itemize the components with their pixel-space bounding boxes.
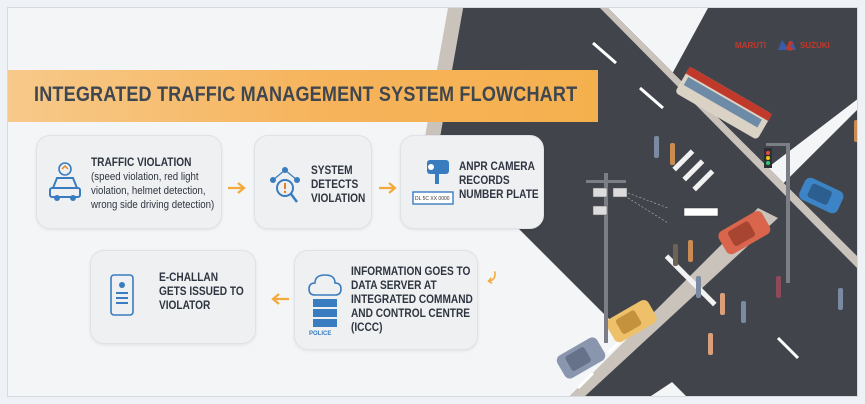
title-banner bbox=[8, 70, 598, 122]
sidewalk-2 bbox=[600, 8, 857, 268]
step-4-heading: INFORMATION GOES TO DATA SERVER AT INTEG… bbox=[351, 266, 473, 334]
sign-board bbox=[683, 207, 719, 217]
infographic-canvas: INTEGRATED TRAFFIC MANAGEMENT SYSTEM FLO… bbox=[7, 7, 858, 397]
traffic-light-pole bbox=[764, 143, 790, 283]
step-card-data-server: POLICE INFORMATION GOES TO DATA SERVER A… bbox=[294, 250, 478, 350]
camera-plate-icon bbox=[412, 160, 454, 205]
step-3-heading: ANPR CAMERA RECORDS NUMBER PLATE bbox=[459, 161, 539, 201]
step-1-heading: TRAFFIC VIOLATION bbox=[91, 157, 192, 169]
car-speed-icon bbox=[49, 162, 81, 201]
step-card-anpr-camera: DL 5C XX 0000 ANPR CAMERA RECORDS NUMBER… bbox=[400, 135, 544, 229]
camera-pole bbox=[586, 173, 669, 343]
police-server-icon bbox=[308, 274, 342, 327]
police-label: POLICE bbox=[309, 331, 332, 337]
red-car bbox=[718, 211, 771, 255]
page-title: INTEGRATED TRAFFIC MANAGEMENT SYSTEM FLO… bbox=[34, 83, 578, 106]
grey-car bbox=[556, 337, 606, 379]
bus bbox=[676, 66, 773, 139]
step-card-system-detects: SYSTEM DETECTS VIOLATION bbox=[254, 135, 372, 229]
arrow-right-icon bbox=[379, 182, 397, 194]
step-2-heading: SYSTEM DETECTS VIOLATION bbox=[311, 165, 366, 205]
arrow-left-icon bbox=[271, 293, 289, 305]
step-card-e-challan: E-CHALLAN GETS ISSUED TO VIOLATOR bbox=[90, 250, 256, 344]
challan-slip-icon bbox=[110, 274, 134, 316]
step-5-heading: E-CHALLAN GETS ISSUED TO VIOLATOR bbox=[159, 272, 244, 312]
arrow-right-icon bbox=[228, 182, 246, 194]
step-card-traffic-violation: TRAFFIC VIOLATION (speed violation, red … bbox=[36, 135, 222, 229]
ai-detect-icon bbox=[270, 167, 300, 203]
arrow-curve-down-icon bbox=[487, 271, 496, 284]
pedestrians bbox=[654, 120, 857, 355]
brand-left: MARUTI bbox=[735, 41, 767, 50]
maruti-logo-icon bbox=[778, 40, 796, 51]
brand-right: SUZUKI bbox=[800, 41, 830, 50]
plate-text: DL 5C XX 0000 bbox=[415, 196, 450, 202]
blue-car bbox=[799, 177, 844, 214]
sidewalk-3 bbox=[570, 208, 778, 396]
yellow-car bbox=[606, 300, 657, 343]
step-1-detail: (speed violation, red light violation, h… bbox=[91, 171, 215, 211]
